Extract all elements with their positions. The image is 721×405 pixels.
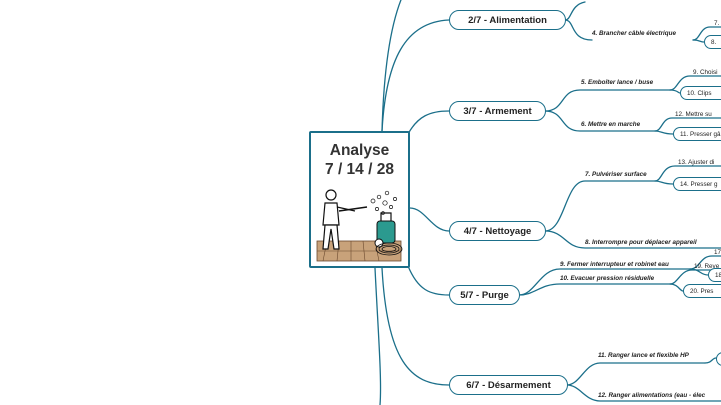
phase-node-nettoyage[interactable]: 4/7 - Nettoyage [449,221,546,241]
branch-desarmement [381,267,450,386]
branch-nettoyage [409,207,450,232]
leaf-10-clipser[interactable]: 10. Clips [680,86,721,100]
pressure-washer-pictogram [316,189,403,262]
central-title-line2: 7 / 14 / 28 [325,161,394,178]
step-ranger-alimentations[interactable]: 12. Ranger alimentations (eau - élec [598,392,706,399]
leaf-19-reveler[interactable]: 19. Reve [694,263,720,270]
leaf-9-choisir[interactable]: 9. Choisi [693,69,718,76]
central-topic[interactable]: Analyse 7 / 14 / 28 [309,131,410,268]
central-title-line1: Analyse [329,142,390,159]
leaf-13-ajuster[interactable]: 13. Ajuster di [678,159,715,166]
step-fermer-interrupteur[interactable]: 9. Fermer interrupteur et robinet eau [560,261,669,268]
leaf-14-presser[interactable]: 14. Presser g [673,177,721,191]
branch-armement [407,110,450,135]
phase-node-purge[interactable]: 5/7 - Purge [449,285,520,305]
phase-node-armement[interactable]: 3/7 - Armement [449,101,546,121]
step-pulveriser[interactable]: 7. Pulvériser surface [585,171,647,178]
branch-purge [407,265,450,296]
leaf-11-presser[interactable]: 11. Presser gâ [673,127,721,141]
branch-bottom-offscreen [374,267,382,405]
branch-top-offscreen [381,0,402,132]
step-evacuer-pression[interactable]: 10. Evacuer pression résiduelle [560,275,655,282]
step-ranger-lance[interactable]: 11. Ranger lance et flexible HP [598,352,689,359]
leaf-18[interactable]: 18 [708,268,721,282]
branch-alimentation [381,19,450,132]
step-brancher-cable[interactable]: 4. Brancher câble électrique [592,30,676,37]
step-emboiter-lance[interactable]: 5. Emboîter lance / buse [581,79,654,86]
leaf-8[interactable]: 8. [704,35,721,49]
step-mettre-en-marche[interactable]: 6. Mettre en marche [581,121,641,128]
leaf-12-mettre[interactable]: 12. Mettre su [675,111,712,118]
leaf-20-presser[interactable]: 20. Pres [683,284,721,298]
leaf-7[interactable]: 7. [714,20,720,27]
phase-node-desarmement[interactable]: 6/7 - Désarmement [449,375,568,395]
phase-node-alimentation[interactable]: 2/7 - Alimentation [449,10,566,30]
step-interrompre[interactable]: 8. Interrompre pour déplacer appareil [585,239,697,246]
leaf-17[interactable]: 17 [714,249,721,256]
